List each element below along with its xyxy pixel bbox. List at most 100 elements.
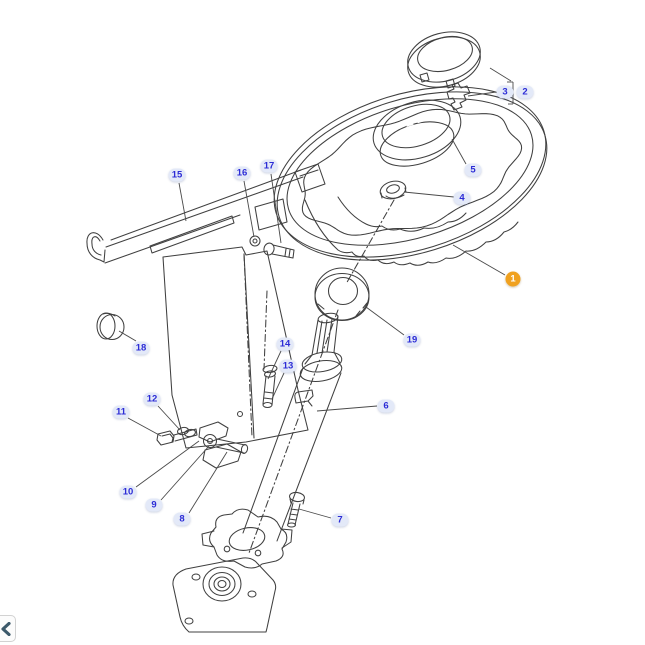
leader-line <box>316 405 378 412</box>
clamp-ear-right <box>280 528 293 549</box>
part-callout-8[interactable]: 8 <box>173 512 191 526</box>
hub-cap-outer <box>372 99 462 161</box>
column-collar-1 <box>301 351 343 373</box>
wheel-rim-depth <box>276 91 548 261</box>
part-callout-9[interactable]: 9 <box>145 498 163 512</box>
bracket-plate-end <box>294 163 326 193</box>
pin-13-shaft <box>262 375 276 406</box>
part-callout-4[interactable]: 4 <box>453 191 471 205</box>
leader-line <box>243 180 255 238</box>
nut-16 <box>249 235 261 247</box>
bolt-7-shaft <box>287 498 305 526</box>
bolt-17-head <box>263 242 275 256</box>
tube-right <box>276 372 342 542</box>
leader-line <box>188 451 228 514</box>
centerlines <box>243 199 395 554</box>
panel-outline <box>162 246 309 449</box>
leader-line <box>452 244 506 276</box>
part-callout-6[interactable]: 6 <box>377 399 395 413</box>
hub-base <box>379 121 455 167</box>
leader-line <box>298 508 332 519</box>
steering-column-drawing <box>172 312 343 633</box>
leader-line <box>267 350 282 380</box>
part-callout-18[interactable]: 18 <box>132 341 150 355</box>
part-callout-5[interactable]: 5 <box>464 163 482 177</box>
part-callout-17[interactable]: 17 <box>260 159 278 173</box>
panel-hole <box>236 410 244 418</box>
pivot-boss <box>202 433 218 449</box>
pin-13-head <box>264 370 276 378</box>
retainer-clip-drawing <box>446 82 471 111</box>
support-bracket-drawing <box>86 163 326 264</box>
part-callout-14[interactable]: 14 <box>276 337 294 351</box>
washer-14 <box>262 364 278 374</box>
part-callout-15[interactable]: 15 <box>168 168 186 182</box>
pivot-pin-9 <box>215 438 246 454</box>
line-art <box>86 31 548 633</box>
part-callout-12[interactable]: 12 <box>143 392 161 406</box>
part-callout-1[interactable]: 1 <box>505 271 521 287</box>
wheel-rim-inner <box>286 98 534 246</box>
part-callout-7[interactable]: 7 <box>331 513 349 527</box>
bracket-hook <box>86 232 106 263</box>
leader-line <box>271 372 285 400</box>
horn-cap-depth <box>407 36 481 88</box>
part-callout-16[interactable]: 16 <box>233 166 251 180</box>
nut-12 <box>184 428 196 438</box>
leader-line <box>127 417 162 437</box>
pivot-plate-10 <box>198 421 229 443</box>
wheel-nut-side <box>380 187 407 199</box>
part-callout-13[interactable]: 13 <box>279 359 297 373</box>
steering-wheel-drawing <box>273 86 548 266</box>
leader-line <box>270 173 282 244</box>
wheel-skirt-bottom <box>304 199 519 266</box>
spline-shaft <box>311 315 339 356</box>
prev-page-button[interactable] <box>0 615 16 642</box>
part-callout-2[interactable]: 2 <box>516 85 534 99</box>
spline-top <box>317 312 339 324</box>
horn-cap-drawing <box>407 31 481 89</box>
leader-line <box>178 182 187 222</box>
bracket-plate-mid <box>254 198 288 231</box>
leader-lines <box>118 67 514 519</box>
column-cone <box>304 351 341 365</box>
bearing-ring-drawing <box>314 267 370 322</box>
bracket-back-edge <box>110 169 302 241</box>
horn-cap-tab-left <box>419 72 430 83</box>
chevron-left-icon <box>1 621 11 636</box>
horn-cap-inset <box>417 35 473 73</box>
panel-fold <box>243 253 255 439</box>
leader-line <box>451 138 467 165</box>
leader-line <box>160 445 210 501</box>
base-clamp <box>209 508 288 569</box>
bracket-top-edge <box>105 176 304 248</box>
leader-line <box>365 306 405 336</box>
bracket-front-edge <box>104 214 241 264</box>
leader-line <box>467 91 497 97</box>
part-callout-10[interactable]: 10 <box>119 485 137 499</box>
gearbox-plate <box>172 557 277 633</box>
tube-left <box>242 367 304 534</box>
fasteners-drawing <box>156 235 305 528</box>
clamp-ear-left <box>201 530 215 548</box>
bolt-11-head <box>156 430 175 446</box>
wheel-skirt-top <box>337 196 467 232</box>
horn-cap-tab-right <box>445 78 456 89</box>
leader-line <box>489 67 512 82</box>
grommet-drawing <box>96 312 125 341</box>
part-callout-11[interactable]: 11 <box>112 405 130 419</box>
bracket-hook-inner <box>91 236 102 256</box>
spline-hatch <box>316 318 333 354</box>
clamp-bore <box>228 527 266 551</box>
leader-line <box>403 191 455 198</box>
bolt-17-shaft <box>271 244 295 259</box>
column-collar-2 <box>299 359 343 383</box>
part-callout-3[interactable]: 3 <box>496 85 514 99</box>
part-callout-19[interactable]: 19 <box>403 333 421 347</box>
mf-logo-icon <box>436 44 457 63</box>
wheel-grip-wavy-ring <box>301 108 523 236</box>
leader-line <box>157 405 181 431</box>
